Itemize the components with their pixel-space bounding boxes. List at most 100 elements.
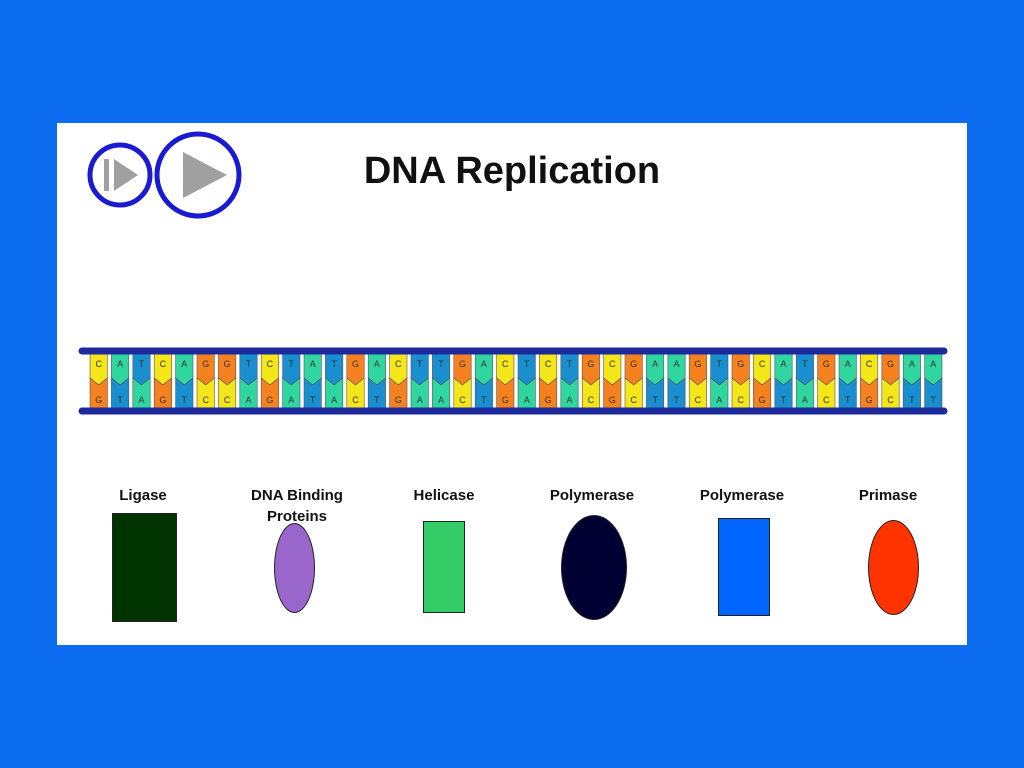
base-pair: TA <box>517 351 536 411</box>
bottom-base <box>710 377 729 411</box>
bottom-base-letter: C <box>202 395 209 405</box>
bottom-base-letter: A <box>138 395 144 405</box>
top-base-letter: G <box>694 359 701 369</box>
bottom-base <box>111 377 130 411</box>
protein-shape-rect[interactable] <box>112 513 177 622</box>
bottom-base <box>453 377 472 411</box>
bottom-base <box>667 377 686 411</box>
base-pair: AT <box>646 351 665 411</box>
top-base-letter: A <box>181 359 187 369</box>
protein-label: Primase <box>858 487 918 504</box>
bottom-base-letter: T <box>182 395 188 405</box>
base-pair: AT <box>474 351 493 411</box>
top-base-letter: T <box>567 359 573 369</box>
top-base-letter: A <box>374 359 380 369</box>
base-pair: AT <box>924 351 943 411</box>
top-base-letter: A <box>673 359 679 369</box>
bottom-base-letter: T <box>781 395 787 405</box>
bottom-base <box>753 377 772 411</box>
bottom-base-letter: C <box>630 395 637 405</box>
top-base-letter: T <box>331 359 337 369</box>
bottom-base <box>239 377 258 411</box>
bottom-base-letter: T <box>909 395 915 405</box>
bottom-base <box>838 377 857 411</box>
bottom-base-letter: A <box>288 395 294 405</box>
bottom-base-letter: T <box>845 395 851 405</box>
base-pair: GC <box>346 351 365 411</box>
page-title: DNA Replication <box>363 150 661 192</box>
bottom-base <box>367 377 386 411</box>
top-base-letter: C <box>609 359 616 369</box>
bottom-base-letter: G <box>395 395 402 405</box>
bottom-base-letter: G <box>866 395 873 405</box>
top-base-letter: A <box>930 359 936 369</box>
bottom-base <box>496 377 515 411</box>
top-base-letter: T <box>524 359 530 369</box>
top-base-letter: C <box>545 359 552 369</box>
top-base-letter: G <box>630 359 637 369</box>
bottom-base-letter: C <box>588 395 595 405</box>
base-pair: AT <box>902 351 921 411</box>
base-pair: GC <box>196 351 215 411</box>
bottom-base <box>624 377 643 411</box>
bottom-base-letter: C <box>887 395 894 405</box>
bottom-base <box>517 377 536 411</box>
bottom-base <box>325 377 344 411</box>
base-pair: GC <box>218 351 237 411</box>
top-base-letter: T <box>246 359 252 369</box>
protein-shape-ellipse[interactable] <box>274 523 315 613</box>
step-forward-button[interactable] <box>86 142 154 210</box>
bottom-base <box>389 377 408 411</box>
bottom-base-letter: C <box>737 395 744 405</box>
bottom-base-letter: A <box>566 395 572 405</box>
bottom-base <box>688 377 707 411</box>
bottom-base-letter: C <box>224 395 231 405</box>
bottom-base-letter: T <box>374 395 380 405</box>
play-button[interactable] <box>153 130 245 222</box>
top-base-letter: A <box>652 359 658 369</box>
bottom-base <box>89 377 108 411</box>
bottom-base-letter: G <box>545 395 552 405</box>
bottom-base <box>795 377 814 411</box>
protein-shape-ellipse[interactable] <box>868 520 919 615</box>
base-pair: CG <box>260 351 279 411</box>
top-base-letter: A <box>117 359 123 369</box>
top-base-letter: A <box>310 359 316 369</box>
bottom-base-letter: A <box>438 395 444 405</box>
bottom-base-letter: T <box>652 395 658 405</box>
base-pair: AT <box>667 351 686 411</box>
bottom-base <box>303 377 322 411</box>
bottom-base-letter: A <box>245 395 251 405</box>
protein-label: Helicase <box>413 487 475 504</box>
bottom-base-letter: A <box>716 395 722 405</box>
bottom-base <box>474 377 493 411</box>
protein-shape-ellipse[interactable] <box>561 515 627 620</box>
base-pair: TA <box>132 351 151 411</box>
base-pair: GC <box>731 351 750 411</box>
base-pair: AT <box>367 351 386 411</box>
base-pair: GC <box>881 351 900 411</box>
bottom-base <box>817 377 836 411</box>
base-pair: TA <box>432 351 451 411</box>
protein-label: Polymerase <box>699 487 785 504</box>
base-pair: AT <box>838 351 857 411</box>
base-pair: AT <box>111 351 130 411</box>
top-base-letter: C <box>759 359 766 369</box>
bottom-base-letter: C <box>459 395 466 405</box>
protein-shape-rect[interactable] <box>423 521 465 613</box>
top-base-letter: A <box>780 359 786 369</box>
top-base-letter: C <box>267 359 274 369</box>
bottom-base <box>539 377 558 411</box>
bottom-base-letter: T <box>931 395 937 405</box>
bottom-base <box>581 377 600 411</box>
bottom-base-letter: G <box>159 395 166 405</box>
base-pair: GC <box>581 351 600 411</box>
protein-label: Ligase <box>119 487 167 504</box>
top-base-letter: C <box>160 359 167 369</box>
bottom-base <box>346 377 365 411</box>
base-pair: TA <box>560 351 579 411</box>
play-icon <box>154 131 242 219</box>
base-pair: CG <box>539 351 558 411</box>
base-pair: CG <box>860 351 879 411</box>
protein-shape-rect[interactable] <box>718 518 770 616</box>
